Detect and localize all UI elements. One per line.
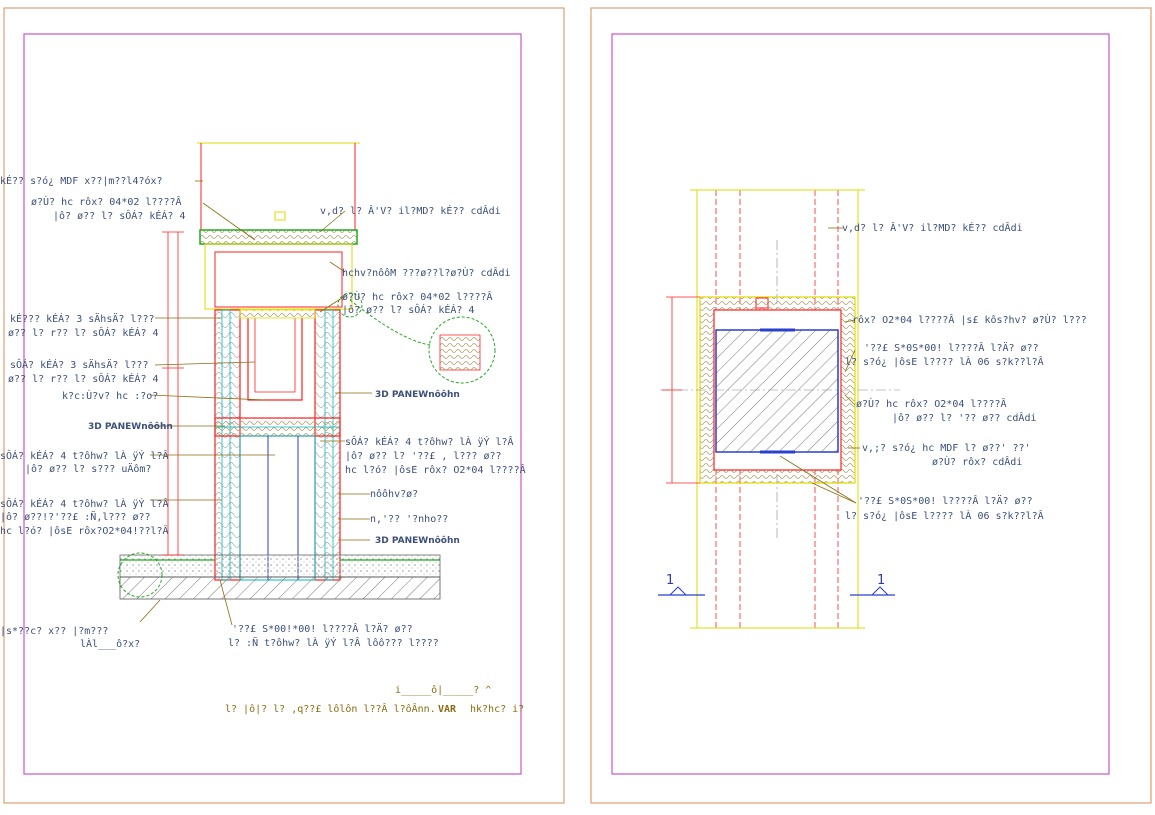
title-line-2-b: VAR (438, 704, 457, 715)
label-left-6: ø?? l? r?? l? sÔÁ? kÉÁ? 4 (8, 372, 159, 385)
label-left-7: k?c:Ù?v? hc :?o? (62, 389, 158, 402)
label-right-11: 3D PANEWnôôhn (375, 535, 460, 546)
right-viewport (611, 33, 1110, 775)
right-label-6: v,;? s?ó¿ hc MDF l? ø??' ??' (862, 442, 1031, 454)
label-right-4: |ô? ø?? l? sÔÁ? kÉÁ? 4 (342, 303, 474, 316)
section-marker-left: 1 (658, 573, 705, 596)
dimension-left (162, 231, 184, 556)
leaders-right (319, 210, 372, 541)
right-label-3: l? s?ó¿ |ôsE l???? lÀ 06 s?k??l?Â (845, 355, 1044, 368)
label-right-3: ø?Ù? hc rôx? 04*02 l????Â (342, 290, 493, 303)
right-label-7: ø?Ù? rôx? cdÂdi (932, 455, 1022, 468)
dimension-right-sheet (662, 296, 700, 484)
title-line-1: i_____ô|_____? ^ (395, 684, 491, 696)
label-left-8: 3D PANEWnôôhn (88, 421, 173, 432)
right-label-2: '??£ S*0S*00! l????Â l?Ä? ø?? (864, 341, 1039, 354)
label-bottom-center-2: l? :Ñ t?ôhw? lÀ ÿÝ l?Â lôô??? l???? (228, 636, 439, 649)
label-left-1: ø?Ù? hc rôx? 04*02 l????Â (31, 195, 182, 208)
top-opening (197, 142, 360, 230)
left-viewport (23, 33, 522, 775)
right-sheet-frame (590, 7, 1152, 804)
head-board (199, 229, 358, 245)
section-marker-right-label: 1 (877, 573, 885, 588)
label-right-10: n,'?? '?nho?? (370, 514, 448, 525)
label-right-1: v,d? l? Â'V? il?MD? kÉ?? cdÂdi (320, 204, 501, 217)
label-right-5: 3D PANEWnôôhn (375, 389, 460, 400)
right-label-1: rôx? O2*04 l????Â |s£ kôs?hv? ø?Ù? l??? (852, 313, 1087, 326)
label-right-2: hchv?nôôM ???ø??l?ø?Ù? cdÂdi (342, 266, 511, 279)
label-bottom-center-1: '??£ S*00!*00! l????Â l?Ä? ø?? (232, 622, 413, 635)
floor-finish (119, 554, 441, 578)
label-left-4: ø?? l? r?? l? sÔÁ? kÉÁ? 4 (8, 326, 159, 339)
label-left-9: sÔÁ? kÉÁ? 4 t?ôhw? lÀ ÿÝ l?Â (0, 449, 169, 462)
detail-callout-bottom (117, 552, 163, 598)
right-label-4: ø?Ù? hc rôx? O2*04 l????Â (856, 397, 1007, 410)
leaders-right-sheet (779, 227, 860, 504)
leaders-left (139, 180, 275, 626)
label-left-2: |ô? ø?? l? sÔÁ? kÉÁ? 4 (53, 209, 185, 222)
label-bottom-left-2: lÀl___ô?x? (80, 637, 140, 650)
label-left-11: sÔÁ? kÉÁ? 4 t?ôhw? lÀ ÿÝ l?Â (0, 497, 169, 510)
right-label-top: v,d? l? Â'V? il?MD? kÉ?? cdÂdi (842, 221, 1023, 234)
label-top-leader: kÉ?? s?ó¿ MDF x??|m??l4?óx? (0, 174, 163, 187)
label-left-10: |ô? ø?? l? s??? uÄôm? (25, 462, 151, 475)
label-right-7: |ô? ø?? l? '??£ , l??? ø?? (345, 450, 502, 462)
wall-right (314, 309, 341, 581)
label-bottom-left-1: |s*??c? x?? |?m??? (0, 626, 108, 637)
label-right-6: sÔÁ? kÉÁ? 4 t?ôhw? lÀ ÿÝ l?Â (345, 435, 514, 448)
right-label-5: |ô? ø?? l? '?? ø?? cdÂdi (892, 411, 1037, 424)
right-label-9: l? s?ó¿ |ôsE l???? lÀ 06 s?k??l?Â (845, 509, 1044, 522)
label-left-3: kÉ??? kÉÁ? 3 sÄhsÄ? l??? (10, 312, 155, 325)
right-label-8: '??£ S*0S*00! l????Â l?Ä? ø?? (858, 494, 1033, 507)
section-marker-right: 1 (850, 573, 895, 596)
section-marker-left-label: 1 (666, 573, 674, 588)
title-line-2-c: l? |ô|? l? ,q??£ lôlôn l??Â l?ôÂnn. (225, 702, 436, 715)
plan-core (715, 329, 839, 453)
inner-channel (247, 318, 303, 401)
head-frame (204, 243, 353, 310)
wall-left (214, 309, 241, 581)
left-sheet: kÉ?? s?ó¿ MDF x??|m??l4?óx? ø?Ù? hc rôx?… (0, 7, 565, 804)
floor-slab (119, 576, 441, 600)
label-left-12: |ô? ø??!?'??£ :Ñ,l??? ø?? (0, 510, 151, 523)
label-right-9: nôôhv?ø? (370, 488, 418, 500)
title-line-2-a: hk?hc? i? (470, 704, 524, 715)
label-right-8: hc l?ó? |ôsE rôx? O2*04 l????Â (345, 463, 526, 476)
right-sheet: 1 1 v,d? l? Â'V? il?MD? kÉ?? cdÂdi rôx? … (590, 7, 1152, 804)
left-sheet-frame (3, 7, 565, 804)
detail-callout-top (428, 316, 496, 384)
label-left-13: hc l?ó? |ôsE rôx?O2*04!??l?Â (0, 524, 169, 537)
label-left-5: sÔÁ? kÉÁ? 3 sÄhsÄ? l??? (10, 358, 148, 371)
